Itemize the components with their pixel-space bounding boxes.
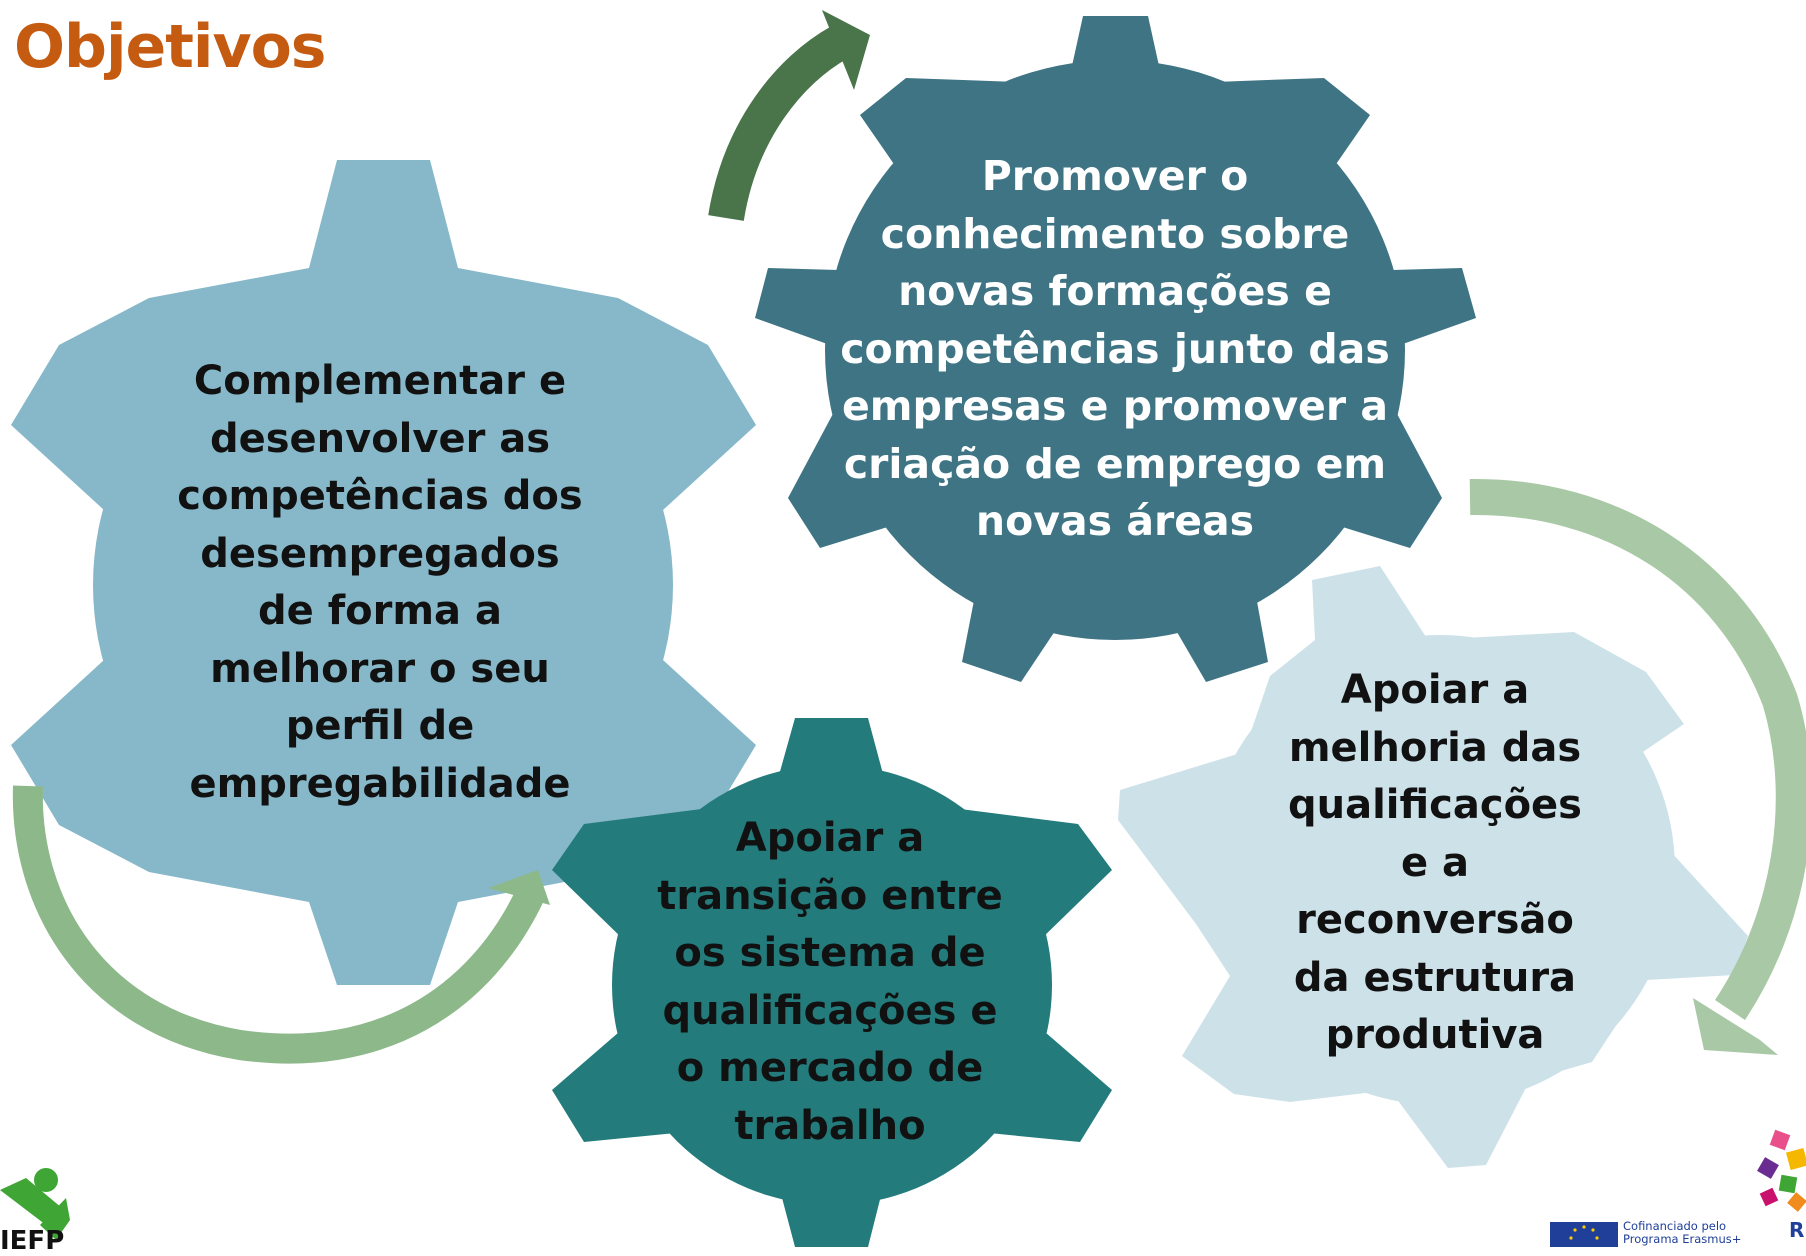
gear-text-line: empregabilidade — [189, 760, 571, 807]
gear-text-line: os sistema de — [674, 930, 986, 976]
arrow-dark-green — [708, 26, 850, 222]
gear-complementar-body — [93, 295, 673, 875]
gear-text-line: perfil de — [285, 703, 475, 749]
gear-text-line: melhoria das — [1288, 724, 1582, 771]
gear-text-line: transição entre — [657, 872, 1003, 919]
arrow-light-green — [1469, 478, 1806, 1020]
gear-text-line: de forma a — [258, 588, 502, 634]
gear-text-line: qualificações — [1287, 782, 1582, 828]
gear-text-line: desempregados — [200, 530, 560, 577]
gear-text-line: trabalho — [734, 1102, 926, 1149]
slide-title: Objetivos — [14, 12, 327, 82]
gear-transicao-label: Apoiar a transição entre os sistema de q… — [640, 810, 1020, 1155]
arrow-dark-green-head — [822, 10, 870, 90]
gear-melhoria-label: Apoiar a melhoria das qualificações e a … — [1270, 662, 1600, 1065]
gear-transicao-body — [612, 765, 1052, 1205]
gear-text-line: competências junto das — [840, 324, 1390, 373]
gear-text-line: Promover o — [981, 152, 1249, 200]
gear-text-line: melhorar o seu — [210, 645, 550, 692]
arrow-light-green-head — [1693, 998, 1778, 1055]
gear-text-line: conhecimento sobre — [880, 209, 1350, 258]
iefp-logo-text: IEFP — [0, 1226, 65, 1256]
eu-cofunding-line: Cofinanciado pelo — [1623, 1219, 1727, 1233]
gear-text-line: novas áreas — [975, 497, 1255, 545]
right-logo-text: R — [1789, 1218, 1805, 1242]
gear-promover-body — [825, 60, 1405, 640]
gear-text-line: criação de emprego em — [843, 439, 1387, 488]
gear-text-line: Apoiar a — [735, 815, 925, 861]
eu-flag-icon — [1550, 1222, 1618, 1247]
eu-cofunding-line: Programa Erasmus+ — [1623, 1232, 1742, 1246]
gear-promover-label: Promover o conhecimento sobre novas form… — [785, 148, 1445, 551]
gear-text-line: qualificações e — [662, 987, 998, 1034]
arrow-mid-green-head — [488, 870, 550, 905]
gear-text-line: empresas e promover a — [841, 382, 1389, 430]
gear-text-line: desenvolver as — [209, 415, 551, 462]
iefp-logo-icon — [0, 1168, 70, 1240]
gear-text-line: o mercado de — [676, 1045, 984, 1091]
gear-text-line: Complementar e — [193, 358, 567, 404]
puzzle-logo-icon — [1757, 1129, 1806, 1212]
gear-text-line: produtiva — [1325, 1012, 1545, 1058]
gear-text-line: reconversão — [1296, 897, 1574, 943]
gear-text-line: e a — [1400, 839, 1470, 886]
gear-melhoria-body — [1205, 635, 1675, 1105]
gear-text-line: da estrutura — [1293, 954, 1577, 1001]
eu-cofunding-text: Cofinanciado pelo Programa Erasmus+ — [1623, 1220, 1741, 1246]
arrow-mid-green — [12, 785, 544, 1064]
gear-text-line: novas formações e — [898, 267, 1332, 315]
gear-text-line: competências dos — [177, 473, 583, 519]
gear-text-line: Apoiar a — [1340, 667, 1530, 713]
gear-complementar-label: Complementar e desenvolver as competênci… — [160, 353, 600, 813]
